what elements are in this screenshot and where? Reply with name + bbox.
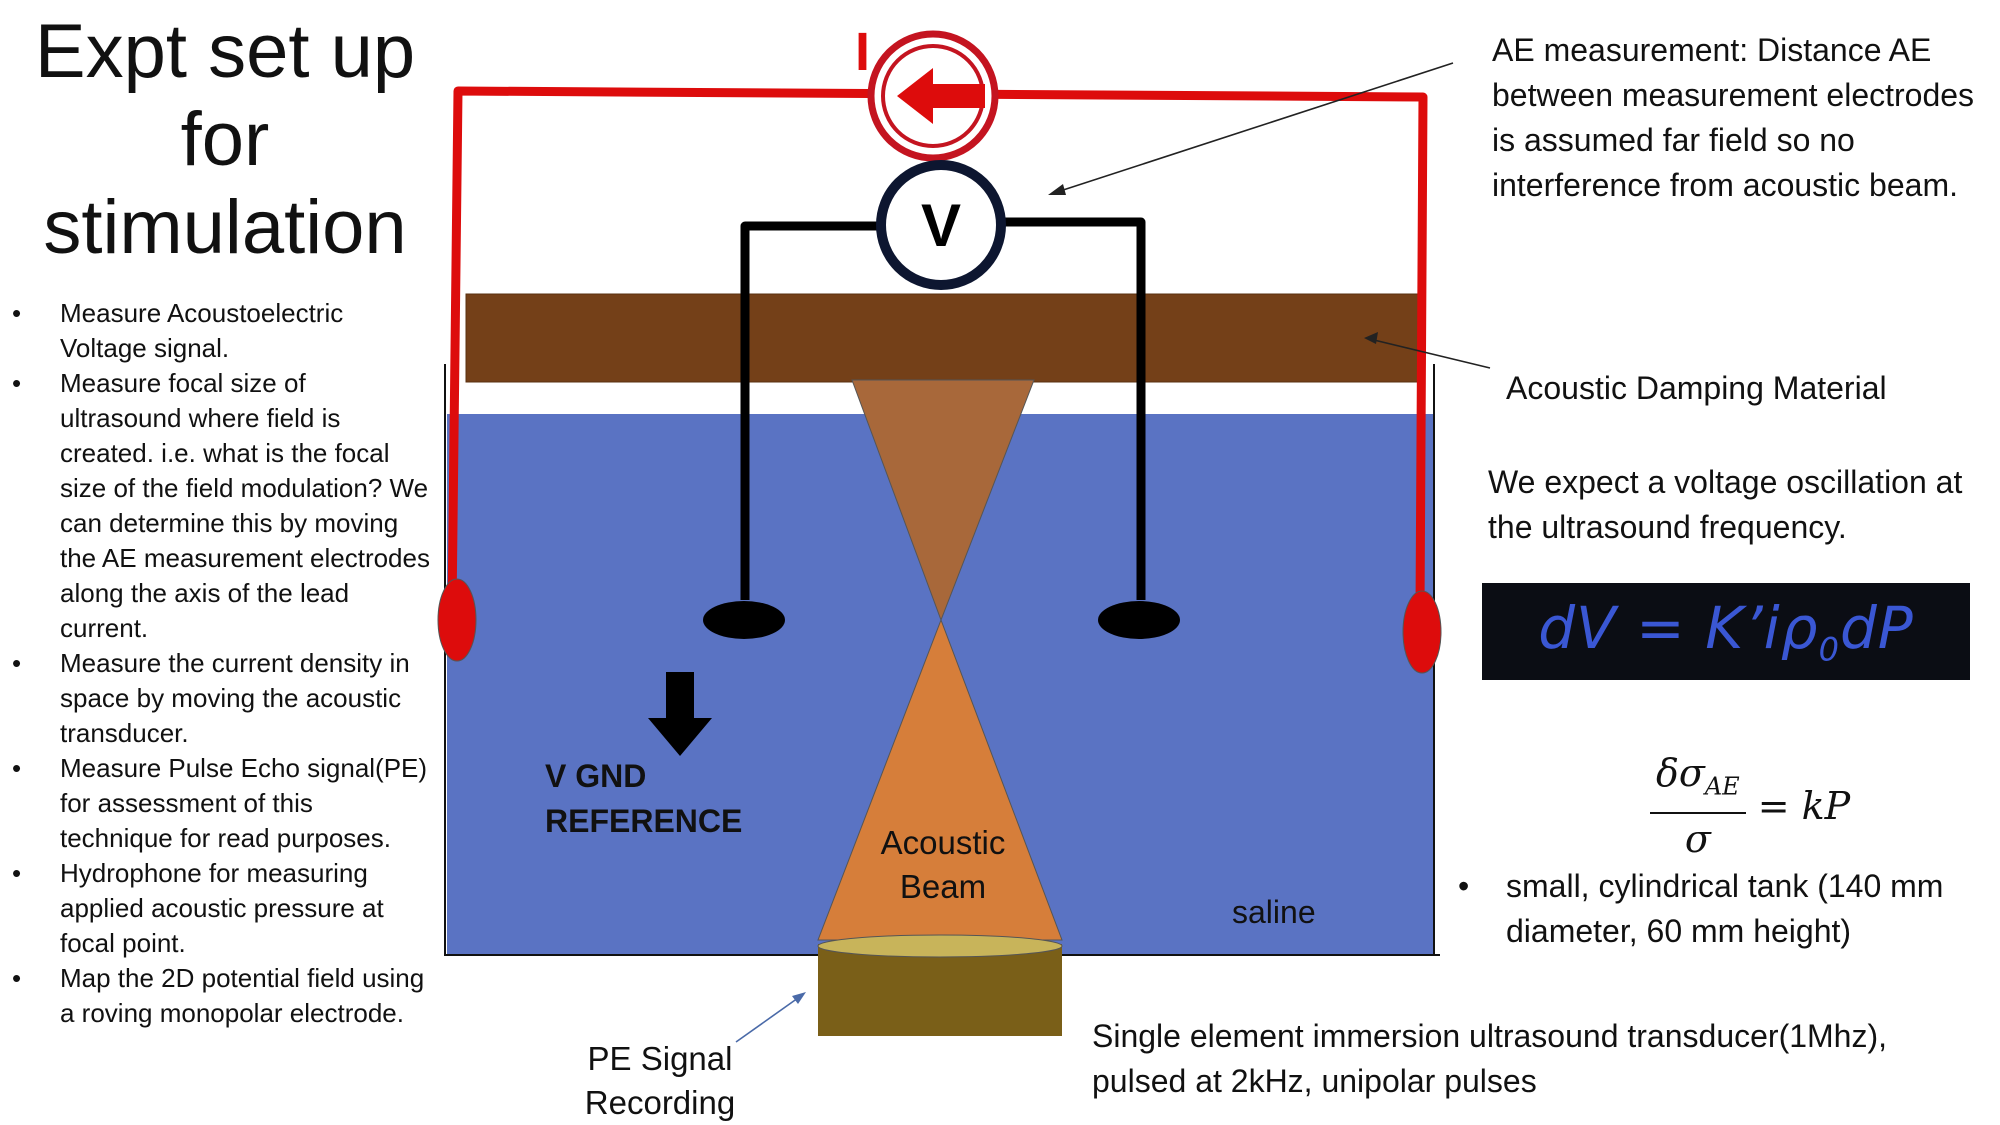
acoustic-damping-material [465, 293, 1425, 383]
conductivity-equation: δσAE σ = kP [1650, 748, 1850, 864]
current-label: I [855, 22, 870, 82]
bullet-item: Measure the current density in space by … [12, 646, 432, 751]
fraction-numerator: δσAE [1650, 748, 1746, 814]
equation-box: dV = K’iρ0dP [1482, 583, 1970, 680]
bullet-item: Measure Acoustoelectric Voltage signal. [12, 296, 432, 366]
pe-pointer-head-icon [792, 992, 806, 1004]
tank-bullet: small, cylindrical tank (140 mm diameter… [1458, 864, 2000, 954]
ultrasound-transducer [818, 944, 1062, 1036]
damping-pointer-line [1373, 339, 1491, 369]
voltage-electrode-left [703, 601, 785, 639]
fraction-rhs: = kP [1757, 783, 1851, 828]
voltmeter [876, 160, 1006, 290]
transducer-top-face [817, 934, 1063, 958]
bullet-item: Hydrophone for measuring applied acousti… [12, 856, 432, 961]
current-electrode-right [1402, 590, 1442, 674]
voltage-wire-left [740, 221, 886, 600]
voltage-electrode-right [1098, 601, 1180, 639]
pe-label-line1: PE Signal [588, 1040, 733, 1077]
gnd-down-arrow-icon [648, 672, 712, 756]
pe-label-line2: Recording [585, 1084, 735, 1121]
numerator-symbol: δσ [1656, 751, 1705, 795]
saline-label: saline [1232, 894, 1316, 930]
expectation-note: We expect a voltage oscillation at the u… [1488, 464, 1963, 545]
ae-pointer-line [1056, 62, 1454, 193]
gnd-label-line1: V GND [545, 758, 646, 794]
current-direction-arrow-icon [897, 68, 985, 124]
ae-equation: dV = K’iρ0dP [1538, 594, 1914, 669]
bullet-item: Map the 2D potential field using a rovin… [12, 961, 432, 1031]
voltmeter-label: V [921, 192, 961, 259]
voltage-wire-right [996, 217, 1146, 600]
conductivity-fraction: δσAE σ [1650, 748, 1746, 864]
gnd-label-line2: REFERENCE [545, 803, 742, 839]
ae-equation-rhs: dP [1839, 594, 1914, 663]
current-electrode-left [437, 578, 477, 662]
pe-pointer-line [735, 997, 799, 1043]
damping-label: Acoustic Damping Material [1506, 370, 1887, 406]
beam-label-line2: Beam [900, 868, 986, 905]
ae-pointer-head-icon [1048, 184, 1066, 195]
bullet-item: Measure Pulse Echo signal(PE) for assess… [12, 751, 432, 856]
transducer-note: Single element immersion ultrasound tran… [1092, 1018, 1888, 1099]
beam-label-line1: Acoustic [881, 824, 1006, 861]
bullet-list: Measure Acoustoelectric Voltage signal. … [12, 296, 432, 1031]
ae-equation-subscript: 0 [1818, 630, 1840, 669]
damping-pointer-head-icon [1364, 332, 1378, 344]
ae-measurement-note: AE measurement: Distance AE between meas… [1492, 32, 1975, 203]
acoustic-beam-upper-cone [851, 379, 1035, 622]
bullet-item: Measure focal size of ultrasound where f… [12, 366, 432, 646]
slide-title: Expt set up for stimulation [34, 9, 416, 270]
ae-equation-lhs: dV = K’iρ [1538, 594, 1819, 663]
numerator-subscript: AE [1704, 772, 1740, 801]
fraction-denominator: σ [1684, 816, 1711, 861]
